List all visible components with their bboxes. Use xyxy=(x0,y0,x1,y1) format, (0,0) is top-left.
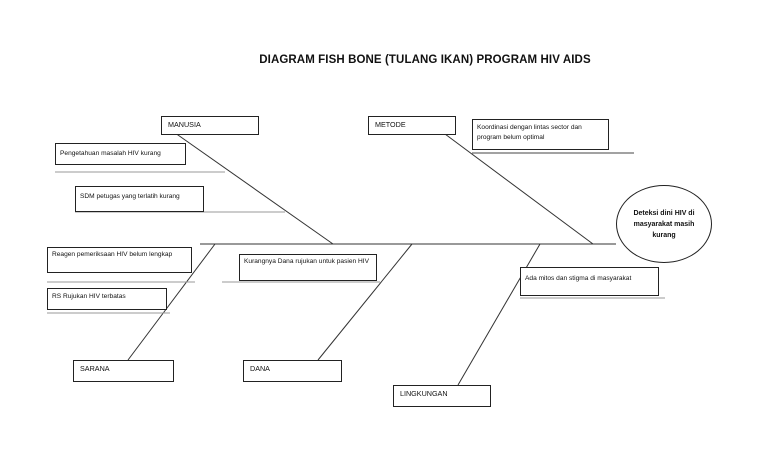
category-lingkungan: LINGKUNGAN xyxy=(393,385,491,407)
category-manusia: MANUSIA xyxy=(161,116,259,135)
cause-sarana-2: RS Rujukan HIV terbatas xyxy=(47,288,167,310)
bone-lingkungan xyxy=(457,243,541,386)
cause-lingkungan-1: Ada mitos dan stigma di masyarakat xyxy=(520,267,659,296)
cause-manusia-1: Pengetahuan masalah HIV kurang xyxy=(55,143,186,165)
cause-sarana-1: Reagen pemeriksaan HIV belum lengkap xyxy=(47,247,192,273)
category-dana: DANA xyxy=(243,360,342,382)
category-metode: METODE xyxy=(368,116,456,135)
diagram-title: DIAGRAM FISH BONE (TULANG IKAN) PROGRAM … xyxy=(259,54,591,66)
category-sarana: SARANA xyxy=(73,360,174,382)
bone-sarana xyxy=(127,243,216,361)
bone-metode xyxy=(444,133,594,245)
bone-manusia xyxy=(167,127,334,245)
bone-dana xyxy=(317,243,413,361)
cause-manusia-2: SDM petugas yang terlatih kurang xyxy=(75,186,204,212)
cause-metode-1: Koordinasi dengan lintas sector dan prog… xyxy=(472,119,609,150)
effect-ellipse: Deteksi dini HIV di masyarakat masih kur… xyxy=(616,185,712,263)
cause-dana-1: Kurangnya Dana rujukan untuk pasien HIV xyxy=(239,254,377,281)
effect-text: Deteksi dini HIV di masyarakat masih kur… xyxy=(633,209,695,239)
